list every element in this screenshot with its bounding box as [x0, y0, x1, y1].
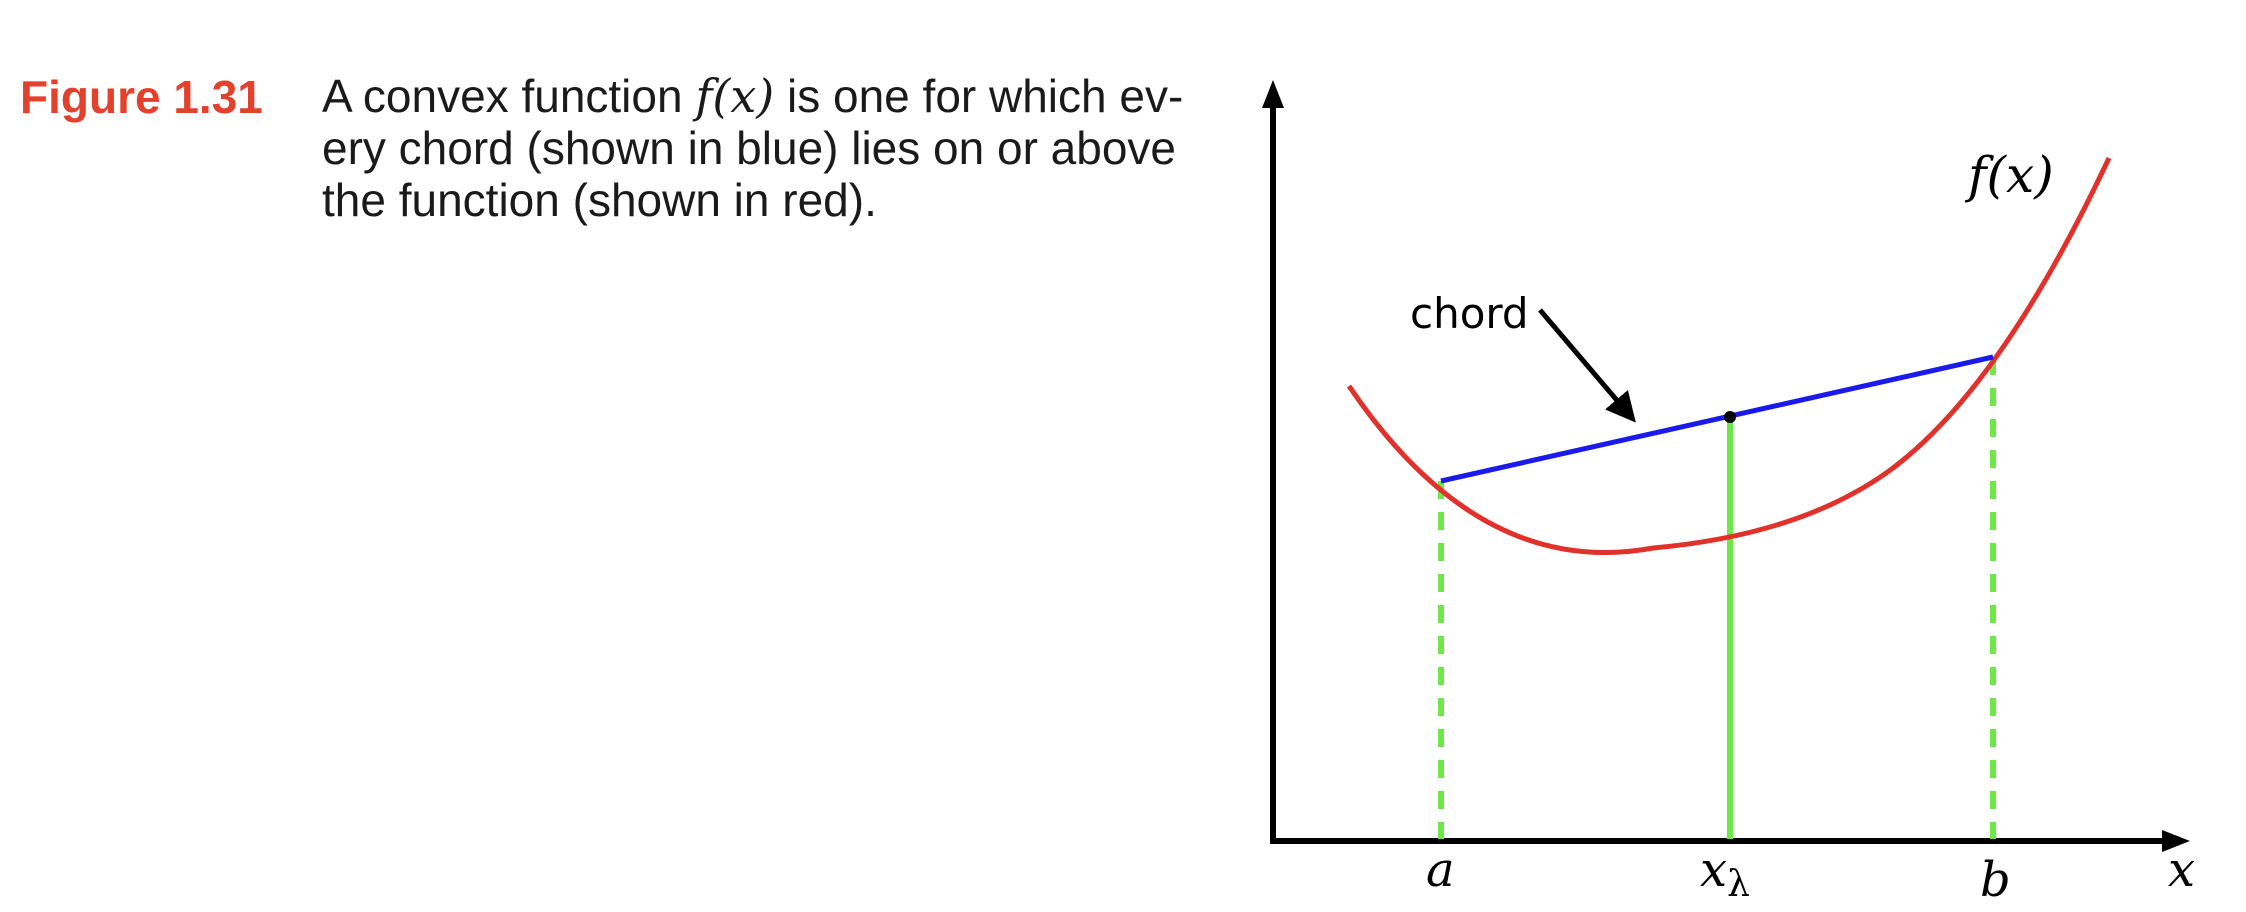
caption-math-fx: f(x): [695, 69, 775, 123]
x-axis-arrowhead: [2162, 830, 2190, 852]
figure-number: Figure 1.31: [20, 71, 263, 123]
function-label: f(x): [1964, 146, 2054, 204]
caption-line-2: ery chord (shown in blue) lies on or abo…: [322, 122, 1177, 174]
caption-line-3: the function (shown in red).: [322, 174, 877, 226]
tick-label-a: a: [1426, 842, 1455, 898]
chord-point: [1724, 411, 1736, 423]
chord-pointer-arrow: [1538, 308, 1636, 423]
chord-label: chord: [1410, 289, 1529, 338]
tick-label-xlambda: xλ: [1700, 842, 1750, 905]
x-axis-label: x: [2168, 842, 2195, 898]
tick-label-b: b: [1980, 852, 2011, 908]
tick-label-xlambda-subscript: λ: [1727, 864, 1750, 905]
y-axis-arrowhead: [1262, 80, 1284, 108]
caption-line-1: A convex function f(x) is one for which …: [322, 69, 1184, 123]
chord-line: [1440, 354, 1994, 484]
figure-caption: A convex function f(x) is one for which …: [322, 70, 1242, 226]
convex-function-curve: [1346, 156, 2112, 556]
